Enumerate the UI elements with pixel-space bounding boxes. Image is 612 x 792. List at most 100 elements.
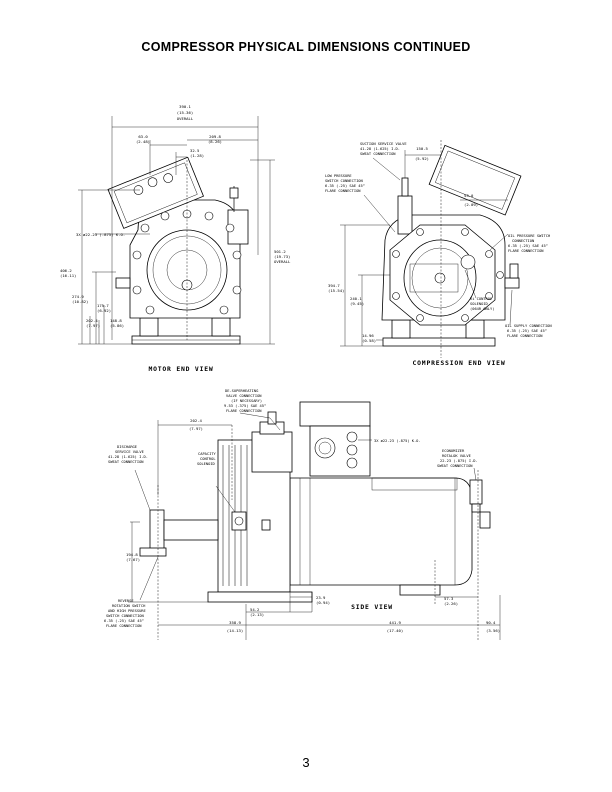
desuperheating-note: DE-SUPERHEATING <box>225 389 258 393</box>
svg-text:(0.94): (0.94) <box>316 600 330 605</box>
svg-text:41.28 (1.625) I.D.: 41.28 (1.625) I.D. <box>108 455 148 459</box>
svg-text:SWEAT CONNECTION: SWEAT CONNECTION <box>360 152 396 156</box>
side-holes-note: 3X ø22.23 (.875) K.O. <box>374 439 421 443</box>
vi-control-note: Vi CONTROL <box>470 297 493 301</box>
svg-text:(2.13): (2.13) <box>250 612 264 617</box>
motor-end-view: 390.1 (15.36) OVERALL 63.0 (2.48) 32.5 (… <box>60 104 291 373</box>
svg-text:FLARE CONNECTION: FLARE CONNECTION <box>507 334 543 338</box>
dim-90-4: 90.4 <box>486 620 496 625</box>
dim-57-3: 57.3 <box>444 596 454 601</box>
svg-text:CONNECTION: CONNECTION <box>512 239 534 243</box>
dim-23-9: 23.9 <box>316 595 326 600</box>
suction-valve-note: SUCTION SERVICE VALVE <box>360 142 407 146</box>
compression-end-caption: COMPRESSION END VIEW <box>413 359 506 367</box>
side-main-body <box>289 477 473 586</box>
svg-text:SWITCH CONNECTION: SWITCH CONNECTION <box>106 614 144 618</box>
oil-supply-note: OIL SUPPLY CONNECTION <box>505 324 552 328</box>
dim-14-96: 14.96 <box>362 333 374 338</box>
side-terminal-box <box>299 401 371 427</box>
dim-209-8: 209.8 <box>209 134 221 139</box>
side-view: DE-SUPERHEATING VALVE CONNECTION (IF NEC… <box>104 389 501 640</box>
svg-text:22.23 (.875) I.D.: 22.23 (.875) I.D. <box>440 459 478 463</box>
page-number: 3 <box>302 755 310 770</box>
dim-53: 53.0 <box>464 193 474 198</box>
capacity-solenoid-note: CAPACITY <box>198 452 217 456</box>
dim-202-4: 202.4 <box>86 318 98 323</box>
svg-text:FLARE CONNECTION: FLARE CONNECTION <box>226 409 262 413</box>
low-pressure-note: LOW PRESSURE <box>325 174 352 178</box>
svg-text:(19.73): (19.73) <box>274 254 290 259</box>
svg-text:(2.26): (2.26) <box>444 601 458 606</box>
svg-text:(5.92): (5.92) <box>415 156 429 161</box>
svg-text:(10.82): (10.82) <box>72 299 88 304</box>
side-view-caption: SIDE VIEW <box>351 603 393 611</box>
svg-text:6.35 (.25) SAE 45°: 6.35 (.25) SAE 45° <box>104 619 144 623</box>
svg-text:OVERALL: OVERALL <box>177 116 194 121</box>
svg-text:(7.97): (7.97) <box>86 323 100 328</box>
svg-text:41.28 (1.625) I.D.: 41.28 (1.625) I.D. <box>360 147 400 151</box>
svg-text:(064R ONLY): (064R ONLY) <box>470 307 494 311</box>
svg-text:6.35 (.25) SAE 45°: 6.35 (.25) SAE 45° <box>507 329 547 333</box>
terminal-box <box>107 156 204 229</box>
dim-150-5: 150.5 <box>416 146 428 151</box>
svg-text:(15.36): (15.36) <box>177 110 193 115</box>
dim-54-2: 54.2 <box>250 607 260 612</box>
svg-text:SWEAT CONNECTION: SWEAT CONNECTION <box>437 464 473 468</box>
page-title: COMPRESSOR PHYSICAL DIMENSIONS CONTINUED <box>141 40 471 54</box>
dim-358-9: 358.9 <box>229 620 241 625</box>
svg-text:ROTATION SWITCH: ROTATION SWITCH <box>112 604 145 608</box>
svg-text:FLARE CONNECTION: FLARE CONNECTION <box>106 624 142 628</box>
dim-441-9: 441.9 <box>389 620 401 625</box>
svg-text:(14.13): (14.13) <box>227 628 243 633</box>
svg-text:9.53 (.375) SAE 45°: 9.53 (.375) SAE 45° <box>224 404 266 408</box>
svg-text:SERVICE VALVE: SERVICE VALVE <box>115 450 144 454</box>
dim-148-8: 148.8 <box>110 318 122 323</box>
svg-text:(6.92): (6.92) <box>97 308 111 313</box>
compression-end-base <box>382 337 496 347</box>
dim-63: 63.0 <box>138 134 148 139</box>
dim-side-202-4: 202.4 <box>190 418 202 423</box>
oil-pressure-note: OIL PRESSURE SWITCH <box>508 234 550 238</box>
discharge-valve-note: DISCHARGE <box>117 445 137 449</box>
dim-175-7: 175.7 <box>97 303 109 308</box>
dim-274-9: 274.9 <box>72 294 84 299</box>
svg-text:6.35 (.25) SAE 45°: 6.35 (.25) SAE 45° <box>508 244 548 248</box>
svg-text:(9.45): (9.45) <box>350 301 364 306</box>
svg-text:(2.09): (2.09) <box>464 202 478 207</box>
svg-text:SWITCH CONNECTION: SWITCH CONNECTION <box>325 179 363 183</box>
svg-text:FLARE CONNECTION: FLARE CONNECTION <box>508 249 544 253</box>
dim-overall-height: 501.2 <box>274 249 286 254</box>
compression-end-bolts <box>392 228 504 322</box>
motor-end-holes-note: 3X ø22.23 (.875) K.O. <box>76 232 125 237</box>
svg-text:(15.54): (15.54) <box>328 288 344 293</box>
discharge-valve <box>149 509 165 551</box>
motor-end-caption: MOTOR END VIEW <box>148 365 213 373</box>
svg-text:VALVE CONNECTION: VALVE CONNECTION <box>226 394 262 398</box>
svg-text:(5.86): (5.86) <box>110 323 124 328</box>
svg-text:6.35 (.25) SAE 45°: 6.35 (.25) SAE 45° <box>325 184 365 188</box>
economizer-valve <box>469 479 483 505</box>
svg-text:SOLENOID: SOLENOID <box>197 462 215 466</box>
svg-text:SWEAT CONNECTION: SWEAT CONNECTION <box>108 460 144 464</box>
compression-end-view: SUCTION SERVICE VALVE 41.28 (1.625) I.D.… <box>325 140 552 367</box>
svg-text:CONTROL: CONTROL <box>200 457 216 461</box>
dim-394-7: 394.7 <box>328 283 340 288</box>
dim-194-8: 194.8 <box>126 552 138 557</box>
svg-text:OVERALL: OVERALL <box>274 259 291 264</box>
svg-text:(3.56): (3.56) <box>486 628 500 633</box>
svg-text:(IF NECESSARY): (IF NECESSARY) <box>231 399 262 403</box>
svg-text:(8.26): (8.26) <box>208 139 222 144</box>
svg-text:(7.67): (7.67) <box>126 557 140 562</box>
dim-406-2: 406.2 <box>60 268 72 273</box>
dim-overall-width: 390.1 <box>179 104 191 109</box>
dim-240-1: 240.1 <box>350 296 362 301</box>
reverse-rotation-note: REVERSE <box>118 599 134 603</box>
svg-text:SOLENOID: SOLENOID <box>470 302 488 306</box>
svg-text:(7.97): (7.97) <box>189 426 203 431</box>
suction-valve <box>397 195 413 235</box>
compression-end-terminal-box <box>428 144 522 216</box>
motor-end-bolts <box>132 209 242 315</box>
economizer-note: ECONOMIZER <box>442 449 465 453</box>
svg-text:(1.28): (1.28) <box>190 153 204 158</box>
